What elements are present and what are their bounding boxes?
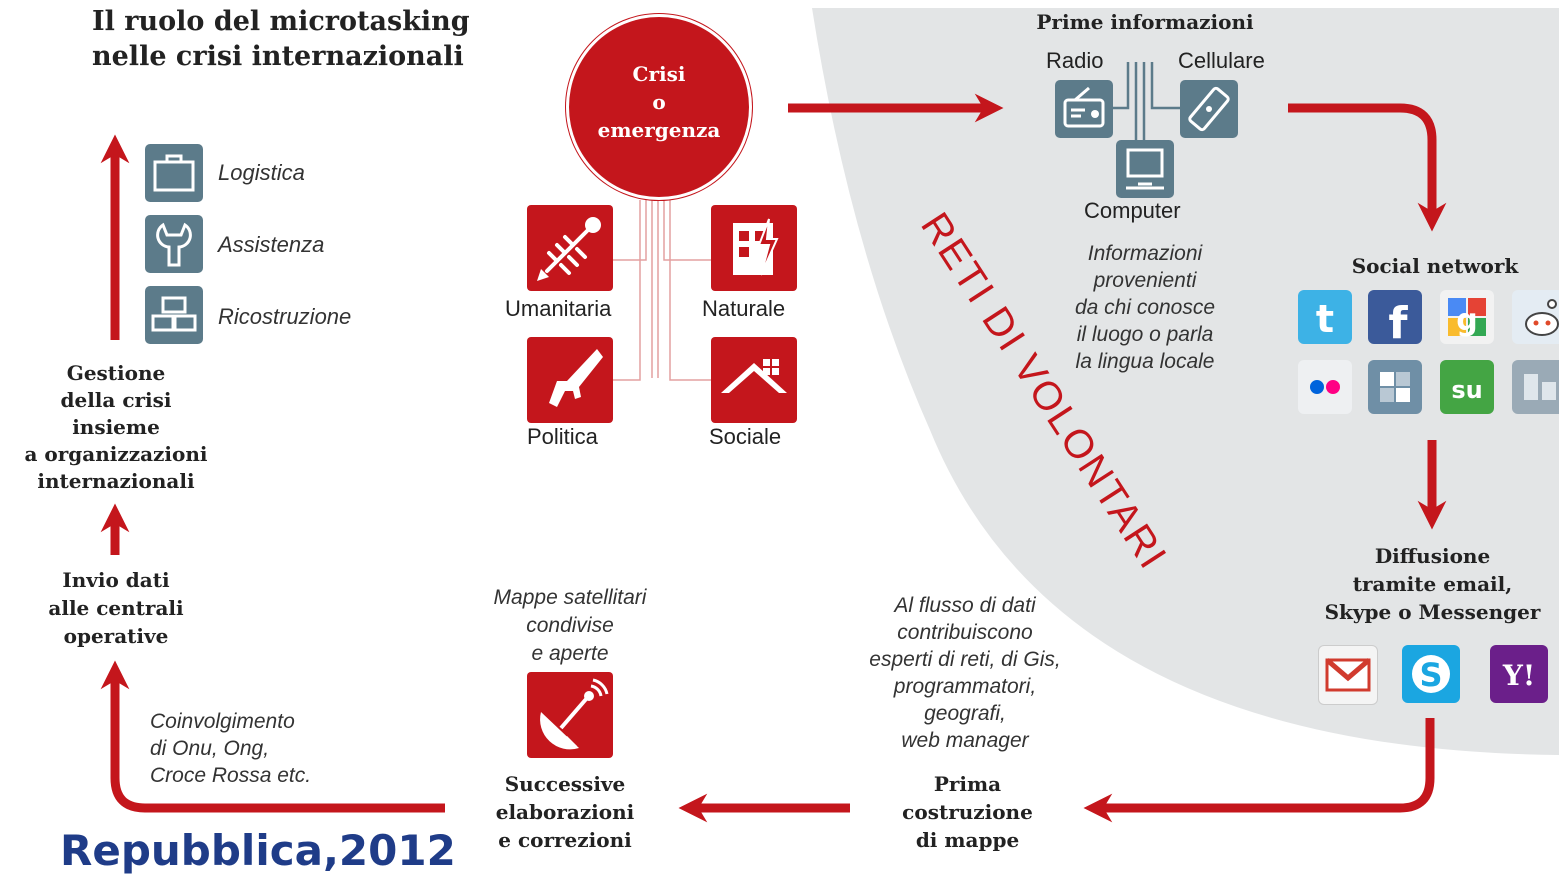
- local-info-note: Informazioni provenienti da chi conosce …: [1074, 242, 1216, 373]
- first-info-title: Prime informazioni: [1036, 10, 1254, 34]
- social-icon: [711, 337, 797, 423]
- flickr-icon: [1298, 360, 1352, 414]
- satellite-maps-note: Mappe satellitari condivise e aperte: [493, 586, 647, 665]
- svg-text:S: S: [1419, 656, 1442, 694]
- action-logistics: Logistica: [218, 160, 305, 185]
- source-credit: Repubblica,2012: [60, 826, 456, 875]
- google-icon: g: [1440, 290, 1494, 344]
- briefcase-icon: [145, 144, 203, 202]
- contributors-note: Al flusso di dati contribuiscono esperti…: [869, 594, 1061, 752]
- radio-label: Radio: [1046, 48, 1104, 73]
- digg-icon: [1512, 360, 1559, 414]
- computer-label: Computer: [1084, 198, 1181, 223]
- twitter-icon: t: [1298, 290, 1352, 344]
- action-assistance: Assistenza: [218, 232, 325, 257]
- satellite-dish-icon: [527, 672, 613, 758]
- svg-text:t: t: [1316, 297, 1334, 341]
- crisis-circle: Crisi o emergenza: [566, 14, 752, 200]
- arrow-info-to-social: [1288, 103, 1447, 232]
- facebook-icon: f: [1368, 290, 1422, 344]
- gmail-icon: [1318, 645, 1378, 705]
- cellulare-label: Cellulare: [1178, 48, 1265, 73]
- corrections-label: Successive elaborazioni e correzioni: [495, 772, 635, 852]
- svg-text:g: g: [1456, 303, 1477, 338]
- social-network-title: Social network: [1351, 254, 1519, 278]
- crisis-type-political: Politica: [527, 424, 598, 449]
- wrench-icon: [145, 215, 203, 273]
- arrow-corrections-to-send: [100, 660, 445, 813]
- svg-text:Y!: Y!: [1502, 659, 1535, 692]
- radio-icon: [1055, 80, 1113, 138]
- first-maps-label: Prima costruzione di mappe: [902, 772, 1033, 852]
- humanitarian-icon: [527, 205, 613, 291]
- bricks-icon: [145, 286, 203, 344]
- stumbleupon-icon: su: [1440, 360, 1494, 414]
- natural-disaster-icon: [711, 205, 797, 291]
- action-reconstruction: Ricostruzione: [218, 304, 352, 329]
- crisis-type-natural: Naturale: [702, 296, 786, 321]
- volunteer-network-area: [812, 8, 1559, 755]
- political-icon: [527, 337, 613, 423]
- svg-text:su: su: [1451, 376, 1482, 404]
- diagram-title: Il ruolo del microtasking nelle crisi in…: [92, 6, 470, 72]
- arrow-diffusion-to-maps: [1083, 718, 1435, 823]
- mobile-phone-icon: [1180, 80, 1238, 138]
- diffusion-title: Diffusione tramite email, Skype o Messen…: [1324, 544, 1541, 624]
- device-connectors: [1112, 62, 1180, 145]
- delicious-icon: [1368, 360, 1422, 414]
- svg-text:f: f: [1388, 298, 1408, 344]
- computer-icon: [1116, 140, 1174, 198]
- crisis-label: Crisi o emergenza: [597, 62, 721, 142]
- crisis-type-social: Sociale: [709, 424, 782, 449]
- crisis-management-label: Gestione della crisi insieme a organizza…: [24, 361, 208, 493]
- connector-lines: [612, 200, 712, 381]
- skype-icon: S: [1402, 645, 1460, 703]
- crisis-type-humanitarian: Umanitaria: [505, 296, 612, 321]
- reddit-icon: [1512, 290, 1559, 344]
- yahoo-icon: Y!: [1490, 645, 1548, 703]
- involvement-note: Coinvolgimento di Onu, Ong, Croce Rossa …: [150, 710, 312, 787]
- send-data-label: Invio dati alle centrali operative: [48, 568, 184, 648]
